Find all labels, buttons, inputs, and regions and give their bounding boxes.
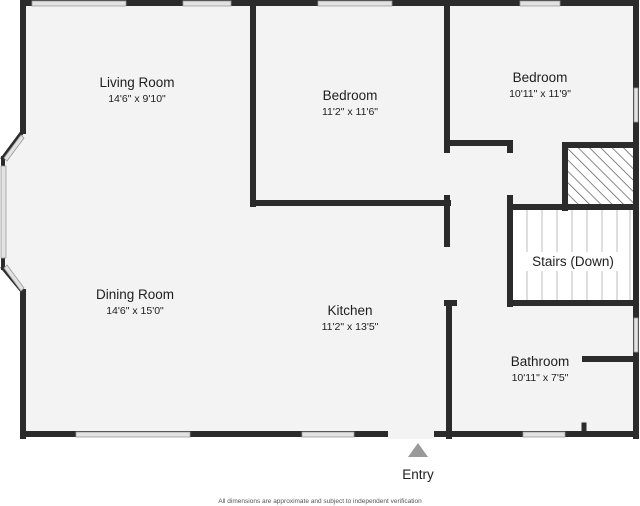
door-openings [388,153,514,439]
room-name-bathroom: Bathroom [511,354,570,369]
entry-arrow-icon [408,443,428,457]
room-name-bedroom-1: Bedroom [323,88,378,103]
room-name-stairs: Stairs (Down) [532,254,614,269]
disclaimer-text: All dimensions are approximate and subje… [218,498,422,505]
room-name-bedroom-2: Bedroom [513,70,568,85]
room-name-kitchen: Kitchen [327,303,372,318]
room-dims-bedroom-1: 11'2" x 11'6" [322,106,378,118]
stairs-label-background [526,252,620,271]
room-dims-bathroom: 10'11" x 7'5" [512,372,569,384]
room-dims-kitchen: 11'2" x 13'5" [322,321,379,333]
floor-area [3,3,636,434]
room-dims-dining-room: 14'6" x 15'0" [106,305,164,317]
room-name-dining-room: Dining Room [96,287,174,302]
room-name-living-room: Living Room [99,75,174,90]
closet-hatch [567,148,634,205]
room-dims-living-room: 14'6" x 9'10" [108,93,166,105]
entry-label: Entry [402,467,434,482]
room-dims-bedroom-2: 10'11" x 11'9" [509,88,571,100]
windows [0,0,639,438]
